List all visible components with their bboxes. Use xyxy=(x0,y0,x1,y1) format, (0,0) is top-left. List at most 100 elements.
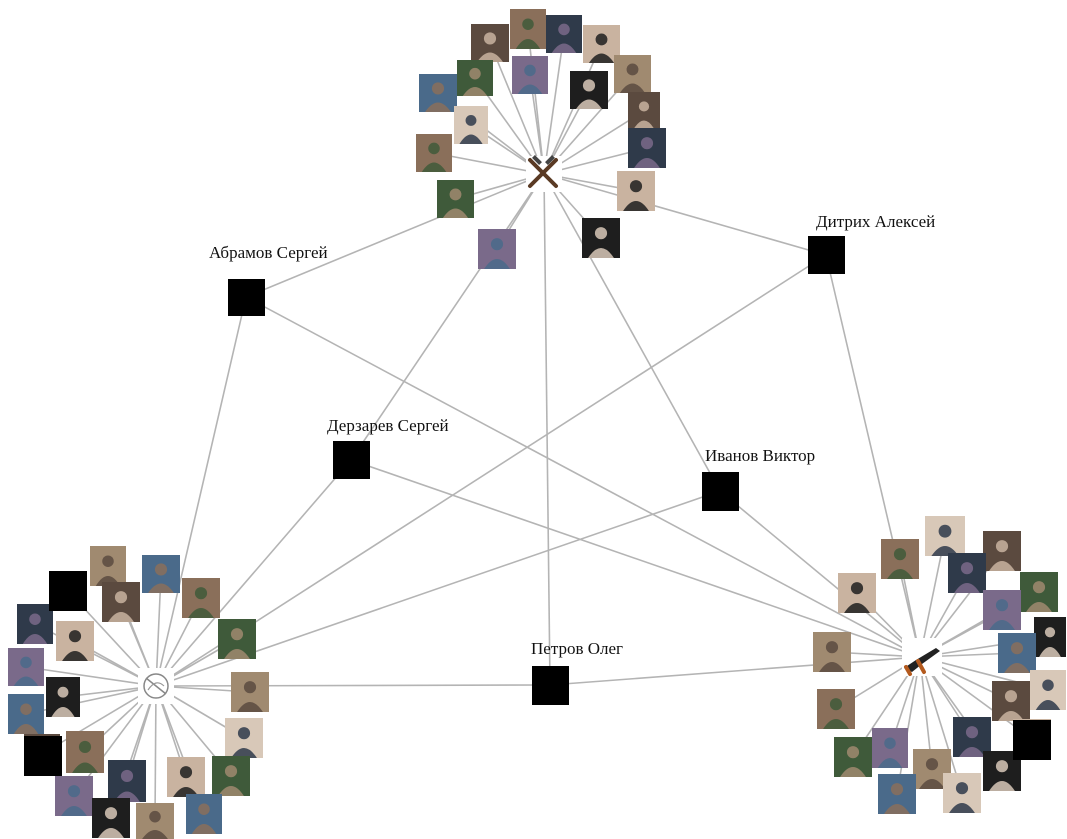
member-photo-thumbnail[interactable] xyxy=(628,92,660,130)
member-photo-thumbnail[interactable] xyxy=(570,71,608,109)
member-photo-thumbnail[interactable] xyxy=(46,677,80,717)
member-photo-thumbnail[interactable] xyxy=(614,55,651,93)
member-photo-thumbnail[interactable] xyxy=(983,590,1021,630)
member-photo-thumbnail[interactable] xyxy=(834,737,872,777)
member-photo-thumbnail[interactable] xyxy=(231,672,269,712)
connection-edge-petrov-top xyxy=(543,173,551,686)
member-photo-thumbnail[interactable] xyxy=(212,756,250,796)
member-photo-thumbnail[interactable] xyxy=(8,648,44,686)
person-name-label: Дитрих Алексей xyxy=(816,212,935,231)
connection-edge-derzarev-top xyxy=(350,173,545,461)
member-photo-thumbnail[interactable] xyxy=(457,60,493,96)
connection-edge-ivanov-right xyxy=(719,490,921,658)
member-photo-thumbnail[interactable] xyxy=(1034,617,1066,657)
group-hub-right[interactable] xyxy=(902,638,942,676)
connection-edge-ditrikh-top xyxy=(543,173,827,256)
member-photo-thumbnail[interactable] xyxy=(510,9,546,49)
member-photo-thumbnail[interactable] xyxy=(416,134,452,172)
member-photo-thumbnail[interactable] xyxy=(878,774,916,814)
person-node-petrov[interactable]: Петров Олег xyxy=(531,639,623,705)
assault-rifle-icon xyxy=(904,648,940,676)
member-photo-thumbnail[interactable] xyxy=(1020,572,1058,612)
member-spoke xyxy=(25,685,157,715)
member-photo-thumbnail[interactable] xyxy=(813,632,851,672)
member-photo-thumbnail[interactable] xyxy=(136,803,174,839)
member-photo-thumbnail[interactable] xyxy=(102,582,140,622)
member-spoke xyxy=(25,666,157,687)
member-photo-thumbnail[interactable] xyxy=(8,694,44,734)
member-photo-thumbnail[interactable] xyxy=(66,731,104,773)
crossed-revolvers-icon xyxy=(528,155,558,188)
member-photo-thumbnail[interactable] xyxy=(512,56,548,94)
member-photo-thumbnail[interactable] xyxy=(628,128,666,168)
person-avatar-placeholder[interactable] xyxy=(532,666,569,705)
member-photo-thumbnail[interactable] xyxy=(478,229,516,269)
member-photo-thumbnail[interactable] xyxy=(583,25,620,63)
member-spoke xyxy=(489,42,545,175)
member-photo-thumbnail[interactable] xyxy=(92,798,130,838)
member-photo-thumbnail[interactable] xyxy=(948,553,986,593)
connection-edge-abramov-top xyxy=(245,173,545,298)
member-spoke xyxy=(896,656,921,795)
member-photo-thumbnail[interactable] xyxy=(925,516,965,556)
member-photo-thumbnail[interactable] xyxy=(582,218,620,258)
member-photo-thumbnail[interactable] xyxy=(437,180,474,218)
person-node-derzarev[interactable]: Дерзарев Сергей xyxy=(327,416,449,479)
connection-edge-ivanov-top xyxy=(543,173,721,492)
member-photo-thumbnail[interactable] xyxy=(17,604,53,644)
member-photo-thumbnail[interactable] xyxy=(186,794,222,834)
person-avatar-placeholder[interactable] xyxy=(808,236,845,274)
person-avatar-placeholder[interactable] xyxy=(228,279,265,316)
member-photo-thumbnail[interactable] xyxy=(1030,670,1066,710)
member-spoke xyxy=(919,656,963,794)
member-photo-thumbnail[interactable] xyxy=(992,681,1030,721)
member-photo-thumbnail[interactable] xyxy=(142,555,180,593)
member-photo-thumbnail[interactable] xyxy=(225,718,263,758)
member-photo-thumbnail[interactable] xyxy=(881,539,919,579)
member-photo-thumbnail[interactable] xyxy=(218,619,256,659)
connection-edge-derzarev-right xyxy=(350,459,921,658)
member-photo-thumbnail[interactable] xyxy=(817,689,855,729)
edges-layer xyxy=(155,173,921,687)
member-photo-thumbnail[interactable] xyxy=(953,717,991,757)
member-photo-thumbnail[interactable] xyxy=(182,578,220,618)
person-node-ivanov[interactable]: Иванов Виктор xyxy=(702,446,815,511)
member-photo-thumbnail[interactable] xyxy=(108,760,146,802)
member-spoke xyxy=(919,535,946,658)
member-photo-thumbnail[interactable] xyxy=(872,728,908,768)
person-node-abramov[interactable]: Абрамов Сергей xyxy=(209,243,328,316)
member-photo-thumbnail[interactable] xyxy=(998,633,1036,673)
member-photo-thumbnail[interactable] xyxy=(546,15,582,53)
connection-edge-petrov-left xyxy=(155,684,551,687)
member-photo-thumbnail[interactable] xyxy=(838,573,876,613)
connection-edge-ditrikh-left xyxy=(155,254,827,687)
group-hub-top[interactable] xyxy=(526,155,562,192)
member-photo-thumbnail[interactable] xyxy=(617,171,655,211)
member-photo-thumbnail[interactable] xyxy=(419,74,457,112)
member-photo-thumbnail[interactable] xyxy=(471,24,509,62)
member-photo-thumbnail[interactable] xyxy=(454,106,488,144)
member-photo-thumbnail[interactable] xyxy=(167,757,205,797)
member-avatar-placeholder[interactable] xyxy=(24,736,62,776)
member-avatar-placeholder[interactable] xyxy=(1013,720,1051,760)
person-name-label: Дерзарев Сергей xyxy=(327,416,449,435)
crossed-circle-emblem-icon xyxy=(143,673,169,699)
member-thumbnails-layer xyxy=(8,9,1066,839)
person-name-label: Петров Олег xyxy=(531,639,623,658)
member-photo-thumbnail[interactable] xyxy=(983,531,1021,571)
person-avatar-placeholder[interactable] xyxy=(333,441,370,479)
connection-edge-abramov-right xyxy=(245,296,921,658)
member-photo-thumbnail[interactable] xyxy=(943,773,981,813)
member-photo-thumbnail[interactable] xyxy=(90,546,126,586)
member-photo-thumbnail[interactable] xyxy=(55,776,93,816)
member-spoke xyxy=(154,685,157,822)
group-hub-left[interactable] xyxy=(138,668,174,704)
member-photo-thumbnail[interactable] xyxy=(56,621,94,661)
member-photo-thumbnail[interactable] xyxy=(983,751,1021,791)
person-avatar-placeholder[interactable] xyxy=(702,472,739,511)
person-node-ditrikh[interactable]: Дитрих Алексей xyxy=(808,212,935,274)
member-avatar-placeholder[interactable] xyxy=(49,571,87,611)
connection-edge-petrov-right xyxy=(549,656,921,686)
person-name-label: Абрамов Сергей xyxy=(209,243,328,262)
